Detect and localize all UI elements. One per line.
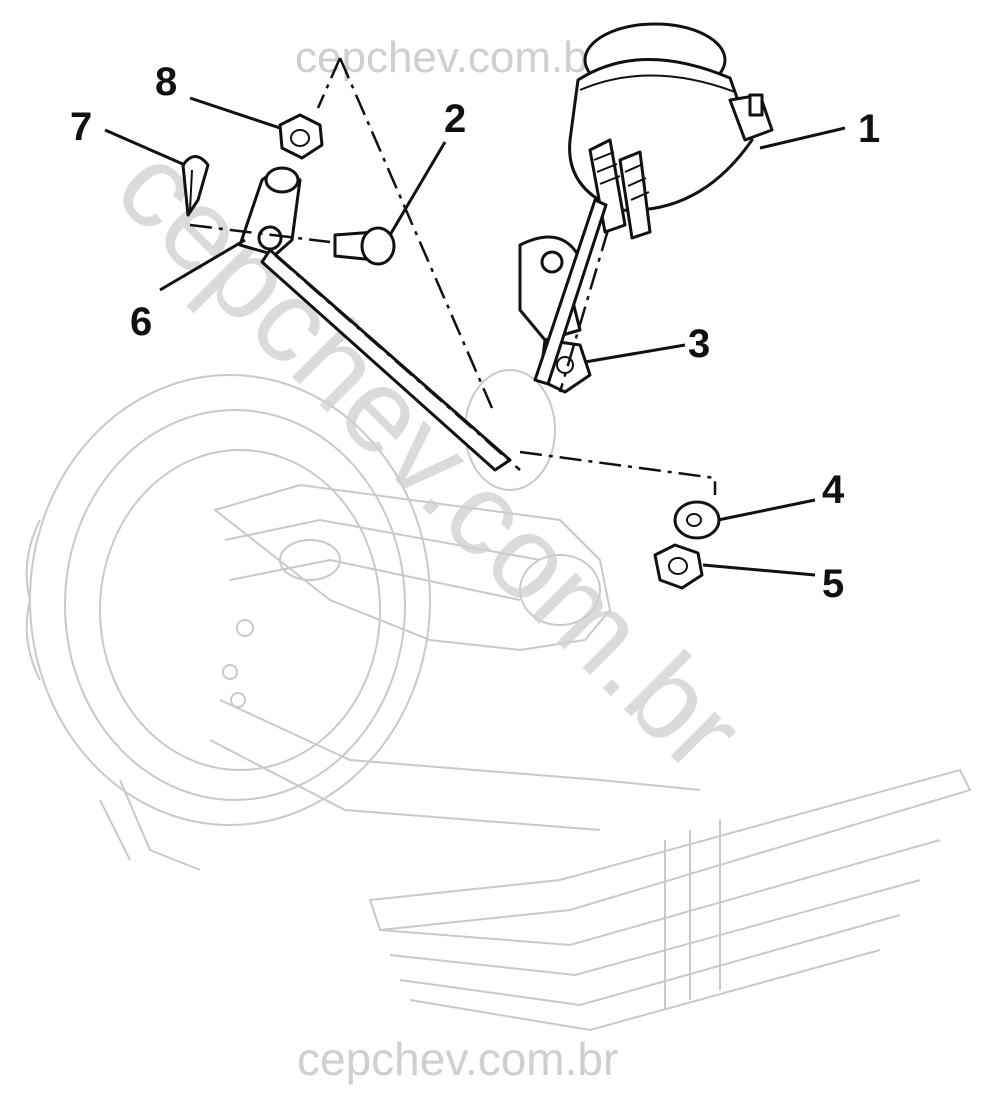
- watermark-diagonal: cepchev.com.br: [92, 120, 768, 796]
- alignment-lines: [189, 57, 717, 495]
- washer-part-4: [673, 500, 721, 540]
- callout-3: 3: [688, 322, 710, 366]
- watermark-top: cepchev.com.br: [295, 33, 602, 82]
- clevis-part-6: [238, 166, 302, 257]
- leader-lines: [104, 96, 846, 577]
- watermark-bottom: cepchev.com.br: [297, 1033, 618, 1085]
- callout-2: 2: [444, 97, 466, 141]
- brake-chamber-part-1: [568, 22, 774, 240]
- callout-6: 6: [130, 300, 152, 344]
- callout-4: 4: [822, 468, 845, 512]
- callout-5: 5: [822, 562, 844, 606]
- cotter-pin-part-7: [181, 155, 210, 217]
- callout-8: 8: [155, 60, 177, 104]
- callout-7: 7: [70, 105, 92, 149]
- nut-part-5: [653, 543, 704, 590]
- nut-part-8: [278, 113, 324, 160]
- clevis-pin-part-2: [333, 226, 396, 266]
- axle-assembly-ghost: [25, 369, 972, 1032]
- callout-1: 1: [858, 107, 880, 151]
